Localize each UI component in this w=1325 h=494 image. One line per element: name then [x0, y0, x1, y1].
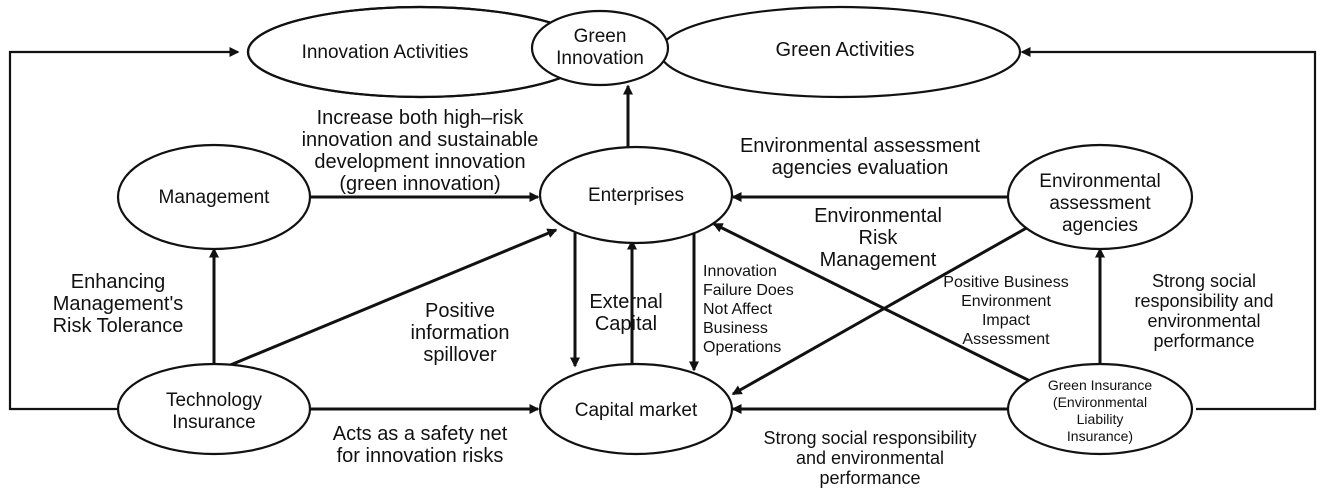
- green-insurance-label-line2: (Environmental: [1053, 394, 1147, 410]
- environmental-agencies-ellipse: [1006, 143, 1194, 251]
- enterprises-label: Enterprises: [588, 185, 684, 206]
- label-information-spillover: Positive information spillover: [411, 300, 510, 366]
- edge-agencies-to-capital-market: [731, 224, 1031, 396]
- label-increase-line2: innovation and sustainable: [302, 129, 539, 151]
- edge-greeninsurance-to-green-activities: [1020, 47, 1317, 411]
- label-management-to-enterprises: Increase both high–risk innovation and s…: [302, 107, 539, 195]
- label-failure-line2: Failure Does: [703, 282, 794, 299]
- label-social-responsibility-right: Strong social responsibility and environ…: [1134, 271, 1273, 351]
- technology-insurance-ellipse: [116, 362, 312, 456]
- label-agencies-evaluation: Environmental assessment agencies evalua…: [740, 135, 981, 179]
- label-failure-line4: Business: [703, 320, 768, 337]
- enterprises-ellipse: [538, 145, 734, 245]
- capital-market-ellipse: [538, 362, 734, 456]
- label-increase-line1: Increase both high–risk: [317, 107, 525, 129]
- label-social-bottom-line2: and environmental: [796, 448, 944, 468]
- green-insurance-label-line1: Green Insurance: [1048, 377, 1152, 393]
- label-business-environment: Positive Business Environment Impact Ass…: [943, 274, 1068, 348]
- green-insurance-node: Green Insurance (Environmental Liability…: [1006, 362, 1194, 456]
- enterprises-node: Enterprises: [538, 145, 734, 245]
- label-increase-line4: (green innovation): [339, 173, 500, 195]
- label-risk-mgmt-line2: Risk: [859, 227, 899, 249]
- green-innovation-ellipse: [530, 9, 670, 87]
- label-failure-line3: Not Affect: [703, 301, 773, 318]
- label-safety-net-line2: for innovation risks: [337, 445, 504, 467]
- label-environmental-risk-management: Environmental Risk Management: [814, 205, 942, 271]
- label-business-env-line2: Environment: [961, 293, 1051, 310]
- label-business-env-line3: Impact: [982, 312, 1031, 329]
- label-risk-tolerance-line2: Management's: [53, 293, 184, 315]
- label-social-right-line4: performance: [1153, 331, 1254, 351]
- label-spillover-line2: information: [411, 322, 510, 344]
- environmental-agencies-label-line1: Environmental: [1039, 171, 1160, 192]
- label-external-capital: External Capital: [589, 291, 662, 335]
- top-activities-group: Innovation Activities Green Innovation G…: [246, 5, 1022, 99]
- label-risk-mgmt-line3: Management: [820, 249, 937, 271]
- green-innovation-label-line1: Green: [574, 26, 627, 47]
- edges: [8, 47, 1317, 414]
- technology-insurance-node: Technology Insurance: [116, 362, 312, 456]
- label-business-env-line4: Assessment: [962, 331, 1050, 348]
- green-innovation-label-line2: Innovation: [556, 48, 644, 69]
- label-risk-tolerance: Enhancing Management's Risk Tolerance: [53, 271, 184, 337]
- label-risk-mgmt-line1: Environmental: [814, 205, 942, 227]
- management-ellipse: [116, 143, 312, 251]
- label-external-capital-line1: External: [589, 291, 662, 313]
- label-social-bottom-line3: performance: [819, 468, 920, 488]
- technology-insurance-label-line2: Insurance: [172, 412, 255, 433]
- label-innovation-failure: Innovation Failure Does Not Affect Busin…: [703, 263, 794, 356]
- label-risk-tolerance-line1: Enhancing: [71, 271, 166, 293]
- capital-market-node: Capital market: [538, 362, 734, 456]
- green-insurance-ellipse: [1006, 362, 1194, 456]
- label-evaluation-line1: Environmental assessment: [740, 135, 981, 157]
- label-safety-net: Acts as a safety net for innovation risk…: [333, 423, 508, 467]
- label-social-responsibility-bottom: Strong social responsibility and environ…: [763, 428, 976, 488]
- label-spillover-line1: Positive: [425, 300, 495, 322]
- edge-techinsurance-to-enterprises: [227, 228, 558, 368]
- environmental-agencies-node: Environmental assessment agencies: [1006, 143, 1194, 251]
- environmental-agencies-label-line3: agencies: [1062, 215, 1138, 236]
- label-evaluation-line2: agencies evaluation: [772, 157, 949, 179]
- capital-market-label: Capital market: [575, 400, 698, 421]
- label-external-capital-line2: Capital: [595, 313, 657, 335]
- green-insurance-label-line4: Insurance): [1067, 428, 1133, 444]
- label-spillover-line3: spillover: [423, 344, 497, 366]
- label-risk-tolerance-line3: Risk Tolerance: [53, 315, 184, 337]
- management-node: Management: [116, 143, 312, 251]
- label-social-right-line1: Strong social: [1152, 271, 1256, 291]
- label-business-env-line1: Positive Business: [943, 274, 1068, 291]
- edge-techinsurance-to-innovation-activities: [8, 47, 240, 411]
- green-insurance-label-line3: Liability: [1077, 411, 1124, 427]
- label-failure-line5: Operations: [703, 339, 781, 356]
- label-increase-line3: development innovation: [314, 151, 525, 173]
- technology-insurance-label-line1: Technology: [166, 390, 263, 411]
- management-label: Management: [159, 187, 271, 208]
- label-social-right-line2: responsibility and: [1134, 291, 1273, 311]
- label-failure-line1: Innovation: [703, 263, 777, 280]
- environmental-agencies-label-line2: assessment: [1049, 193, 1151, 214]
- innovation-activities-label: Innovation Activities: [302, 42, 469, 63]
- edge-greeninsurance-to-enterprises: [712, 222, 1033, 384]
- label-social-right-line3: environmental: [1147, 311, 1260, 331]
- green-activities-label: Green Activities: [776, 39, 915, 61]
- label-social-bottom-line1: Strong social responsibility: [763, 428, 976, 448]
- label-safety-net-line1: Acts as a safety net: [333, 423, 508, 445]
